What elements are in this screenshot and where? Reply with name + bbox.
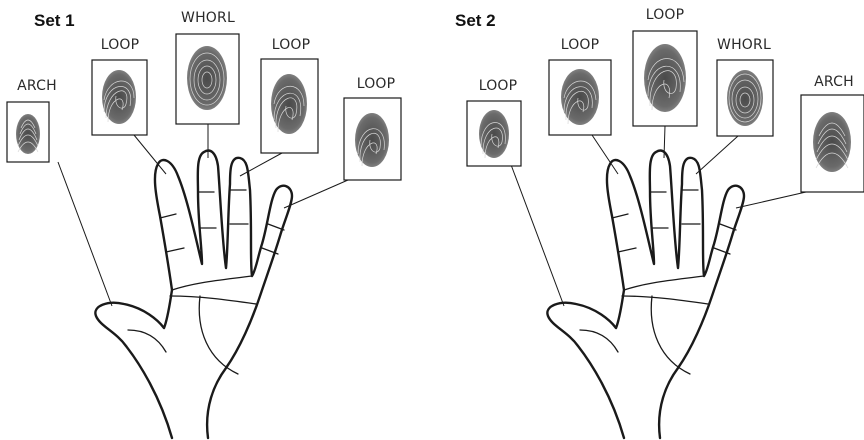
- set-1-fingerprints: [16, 46, 389, 167]
- arch-fingerprint-icon: [813, 112, 851, 172]
- loop-fingerprint-icon: [644, 44, 686, 112]
- connector-index: [133, 134, 167, 175]
- set-2-crease: [623, 275, 705, 291]
- joint-line: [713, 247, 731, 255]
- connector-middle: [663, 125, 666, 159]
- set-2-hand: [546, 149, 746, 440]
- set-1-crease: [198, 295, 239, 375]
- joint-line: [159, 213, 177, 219]
- joint-line: [617, 247, 637, 253]
- connector-thumb: [57, 161, 113, 307]
- set-1-connectors: [57, 124, 349, 307]
- set-2-crease: [621, 295, 709, 305]
- set-1-thumb-label: ARCH: [17, 78, 57, 94]
- joint-line: [165, 247, 185, 253]
- set-1-index-label: LOOP: [100, 37, 140, 53]
- set-2-middle-label: LOOP: [645, 7, 685, 23]
- loop-fingerprint-icon: [102, 70, 136, 124]
- set-2-thumb-label: LOOP: [478, 78, 518, 94]
- loop-fingerprint-icon: [479, 110, 509, 159]
- set-1-ring-label: LOOP: [271, 37, 311, 53]
- set-2-finger-joints: [611, 189, 737, 255]
- set-2-fingerprints: [479, 44, 851, 172]
- set-2-ring-label: WHORL: [717, 37, 771, 53]
- loop-fingerprint-icon: [271, 74, 307, 134]
- set-1-title: Set 1: [34, 11, 75, 30]
- set-1-group: [6, 33, 402, 440]
- connector-ring: [239, 152, 283, 177]
- connector-little: [735, 191, 807, 209]
- set-1-little-label: LOOP: [356, 76, 396, 92]
- joint-line: [261, 247, 279, 255]
- set-1-middle-label: WHORL: [181, 10, 235, 26]
- set-2-crease: [650, 295, 691, 375]
- joint-line: [719, 223, 737, 231]
- connector-little: [283, 179, 349, 209]
- loop-fingerprint-icon: [355, 113, 389, 167]
- loop-fingerprint-icon: [561, 69, 599, 125]
- whorl-fingerprint-icon: [187, 46, 227, 110]
- arch-fingerprint-icon: [16, 114, 40, 154]
- joint-line: [267, 223, 285, 231]
- set-1-crease: [127, 329, 167, 353]
- set-1-crease: [171, 275, 253, 291]
- set-1-crease: [169, 295, 257, 305]
- set-2-group: [466, 30, 864, 440]
- connector-ring: [695, 135, 739, 175]
- set-2-hand-outline: [546, 149, 746, 440]
- set-2-crease: [579, 329, 619, 353]
- set-1-hand: [94, 149, 294, 440]
- set-2-connectors: [509, 125, 807, 307]
- set-1-hand-outline: [94, 149, 294, 440]
- set-2-title: Set 2: [455, 11, 496, 30]
- whorl-fingerprint-icon: [727, 70, 763, 126]
- connector-thumb: [509, 161, 565, 307]
- joint-line: [611, 213, 629, 219]
- connector-index: [591, 134, 619, 175]
- set-2-index-label: LOOP: [560, 37, 600, 53]
- set-1-finger-joints: [159, 189, 285, 255]
- set-2-little-label: ARCH: [814, 74, 854, 90]
